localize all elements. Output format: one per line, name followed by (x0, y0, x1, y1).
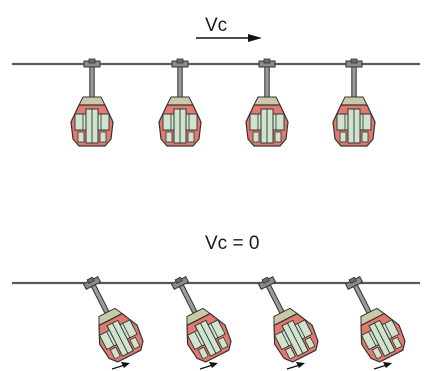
gondola-cabin (245, 58, 289, 147)
velocity-arrow-icon (196, 34, 262, 42)
swinging-gondola (158, 268, 237, 370)
moving-scene: Vc (12, 15, 420, 147)
swinging-gondola (332, 268, 411, 370)
gondola-cabin (332, 58, 376, 147)
gondola-cabin (70, 58, 114, 147)
stopped-scene: Vc = 0 (12, 233, 420, 370)
swinging-gondola (245, 268, 324, 370)
gondola-cabin (158, 58, 202, 147)
swinging-gondola (70, 268, 149, 370)
velocity-label: Vc (205, 15, 227, 36)
velocity-zero-label: Vc = 0 (205, 233, 259, 254)
